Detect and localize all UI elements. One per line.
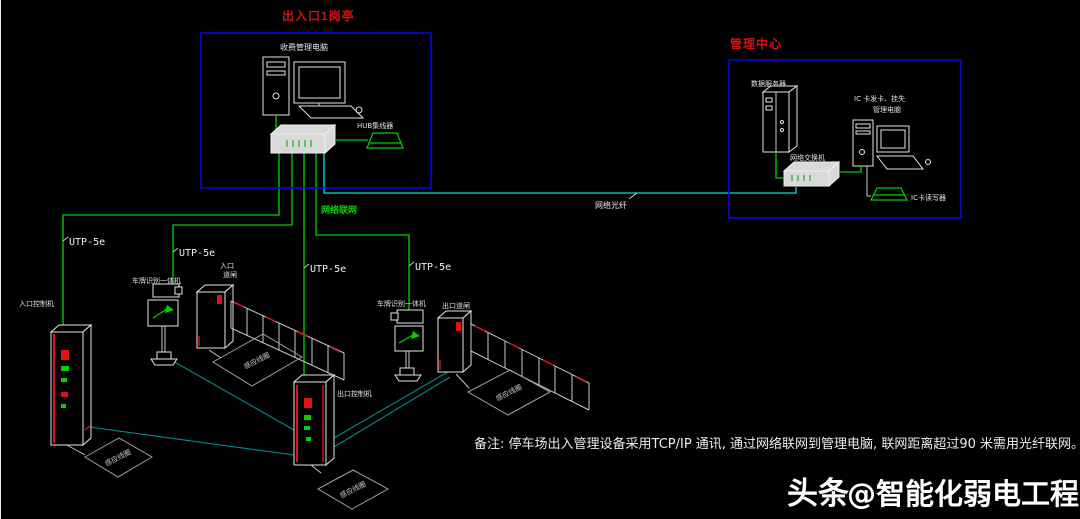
utp-leader-3: [303, 263, 310, 269]
entry-machine-label: 入口控制机: [19, 299, 54, 308]
utp-line-entry-machine: [62, 153, 280, 330]
exit-machine-label: 出口控制机: [337, 389, 372, 398]
note-text: 备注: 停车场出入管理设备采用TCP/IP 通讯, 通过网络联网到管理电脑, 联…: [474, 436, 1080, 452]
management-section: 管理中心 数据服务器 IC 卡发卡、挂失 管理电脑 网络交换机: [728, 36, 962, 219]
exit-gate-label: 出口道闸: [442, 301, 470, 310]
booth-title: 出入口1岗亭: [282, 8, 355, 23]
entry-gate-label-line2: 道闸: [223, 270, 237, 279]
loop-feed-3: [333, 365, 459, 439]
loop-label-3: 感应线圈: [494, 382, 523, 403]
booth-section: 出入口1岗亭 收费管理电脑: [200, 8, 432, 189]
reader-label: IC卡读写器: [911, 193, 946, 202]
server-icon: [761, 85, 799, 153]
exit-gate-to-loop-link: [455, 373, 470, 389]
entry-camera-label: 车牌识别一体机: [132, 276, 181, 285]
server-to-switch-link: [775, 152, 784, 179]
loop-feed-1: [163, 355, 295, 431]
gate-to-loop-link: [208, 349, 222, 359]
server-label: 数据服务器: [751, 79, 786, 88]
ic-card-reader-icon: [870, 187, 908, 201]
fiber-label: 网络光纤: [595, 200, 627, 210]
exit-machine-to-loop-link: [310, 464, 322, 474]
exit-loop-diamond-1: 感应线圈: [466, 369, 552, 416]
center-switch-icon: [782, 160, 841, 188]
watermark-brand: 头条: [787, 476, 849, 512]
loop-label-4: 感应线圈: [338, 479, 367, 500]
hub-label: HUB集线器: [357, 121, 393, 130]
fiber-leader: [628, 192, 638, 200]
switch-to-pc-link: [839, 166, 862, 173]
entry-loop-diamond-2: 感应线圈: [84, 437, 153, 478]
center-title: 管理中心: [730, 36, 782, 51]
utp-leader-4: [408, 261, 415, 267]
management-computer-icon: [852, 119, 931, 170]
center-switch-label: 网络交换机: [790, 153, 825, 162]
fiber-line: [323, 153, 797, 194]
watermark-handle: @智能化弱电工程: [847, 477, 1079, 511]
utp-line-entry-camera: [172, 153, 293, 284]
network-links: UTP-5e UTP-5e UTP-5e UTP-5e 网络联网 网络光纤: [62, 153, 797, 456]
exit-camera-label: 车牌识别一体机: [377, 299, 426, 308]
booth-frame: [200, 32, 432, 189]
utp-label-1: UTP-5e: [69, 237, 105, 248]
entry-lane: 入口控制机 车牌识别一体机 入口 道闸: [19, 262, 345, 478]
watermark: 头条 @智能化弱电工程: [787, 476, 1079, 512]
booth-pc-label: 收费管理电脑: [280, 42, 328, 52]
ic-pc-label-line1: IC 卡发卡、挂失: [854, 94, 905, 103]
loop-feed-2: [88, 426, 295, 456]
utp-leader-1: [62, 236, 69, 242]
pc-to-reader-link: [866, 166, 871, 197]
loop-label-1: 感应线圈: [242, 350, 271, 371]
switch-icon: [269, 123, 337, 155]
utp-label-3: UTP-5e: [310, 264, 346, 275]
lan-label: 网络联网: [321, 204, 357, 216]
loop-feed-4: [333, 376, 451, 448]
loop-label-2: 感应线圈: [103, 447, 132, 468]
lpr-camera-icon: [147, 283, 183, 366]
utp-line-exit-camera: [315, 153, 410, 314]
exit-ticket-machine-icon: [292, 373, 336, 467]
utp-label-4: UTP-5e: [415, 262, 451, 273]
center-frame: [728, 59, 962, 219]
exit-loop-diamond-2: 感应线圈: [316, 469, 390, 510]
entry-ticket-machine-icon: [49, 323, 93, 447]
computer-icon: [262, 56, 365, 119]
exit-lane: 车牌识别一体机 出口道闸: [292, 299, 590, 510]
utp-leader-2: [172, 247, 179, 253]
machine-to-loop-link: [66, 444, 86, 456]
utp-label-2: UTP-5e: [179, 248, 215, 259]
exit-lpr-camera-icon: [390, 309, 424, 382]
entry-gate-label-line1: 入口: [220, 262, 234, 270]
ic-pc-label-line2: 管理电脑: [873, 105, 901, 114]
hub-icon: [366, 132, 404, 149]
